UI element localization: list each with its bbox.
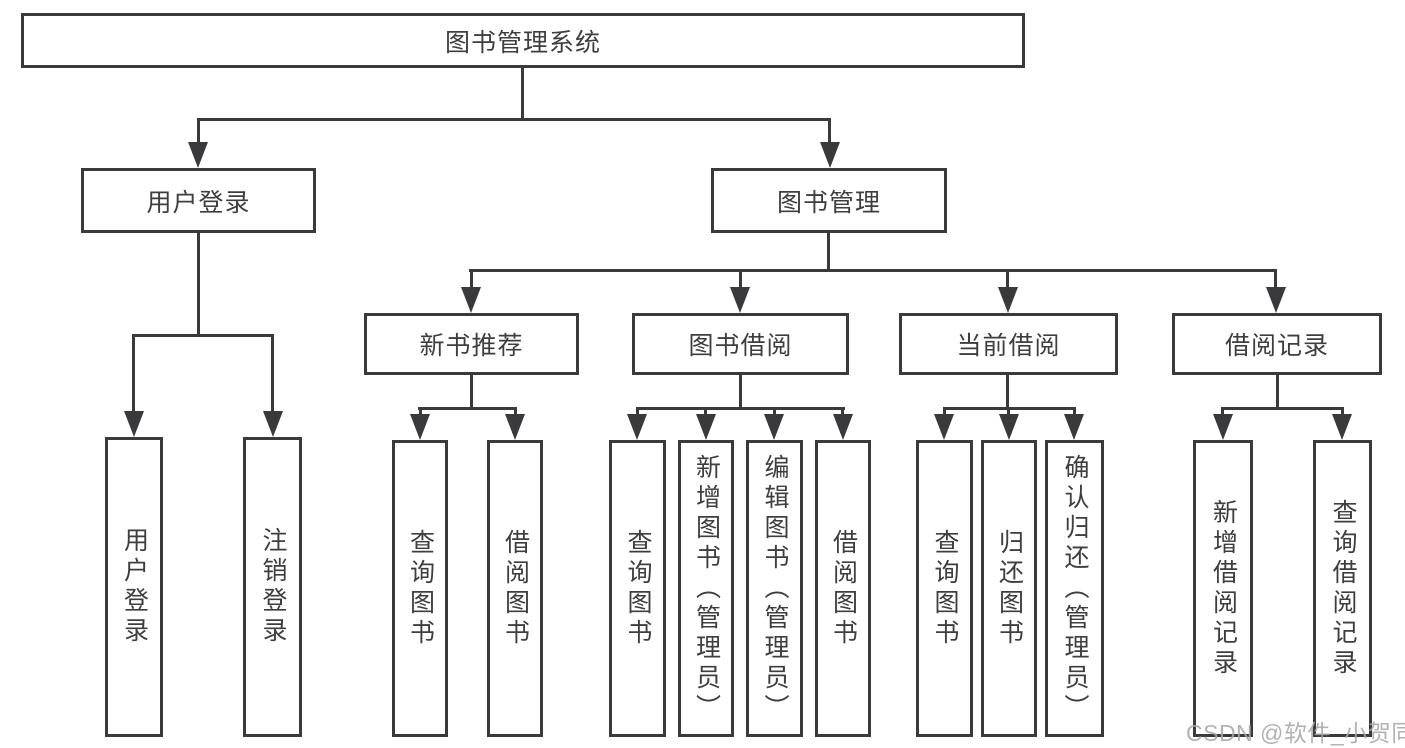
node-label: 查询图书 xyxy=(931,528,959,649)
node-label: 用户登录 xyxy=(146,188,251,217)
leaf-return-books: 归还图书 xyxy=(981,440,1037,737)
connector-line xyxy=(419,407,422,419)
connector-line xyxy=(521,67,524,119)
csdn-watermark: CSDN @软件_小贺同学 xyxy=(1186,720,1405,746)
connector-line xyxy=(828,118,831,146)
leaf-add-books-admin: 新增图书（管理员） xyxy=(678,440,734,737)
leaf-borrowing-query-books: 查询图书 xyxy=(609,440,666,737)
arrow-down-icon xyxy=(833,414,853,440)
node-label: 新增图书（管理员） xyxy=(692,453,721,724)
leaf-user-login: 用户登录 xyxy=(105,437,163,737)
connector-line xyxy=(1006,269,1009,291)
connector-line xyxy=(773,407,776,419)
leaf-confirm-return-admin: 确认归还（管理员） xyxy=(1045,440,1104,737)
connector-line xyxy=(1221,407,1343,410)
connector-line xyxy=(1006,374,1009,409)
leaf-add-borrow-record: 新增借阅记录 xyxy=(1193,440,1253,737)
arrow-down-icon xyxy=(934,414,954,440)
connector-line xyxy=(1221,407,1224,419)
arrow-down-icon xyxy=(1266,287,1286,313)
node-label: 借阅记录 xyxy=(1224,332,1329,360)
arrow-down-icon xyxy=(410,414,430,440)
arrow-down-icon xyxy=(730,287,750,313)
connector-line xyxy=(132,334,274,337)
leaf-edit-books-admin: 编辑图书（管理员） xyxy=(746,440,803,737)
node-label: 查询图书 xyxy=(624,528,652,649)
connector-line xyxy=(739,269,742,291)
node-label: 图书借阅 xyxy=(688,332,793,360)
arrow-down-icon xyxy=(263,411,283,437)
connector-line xyxy=(636,407,845,410)
arrow-down-icon xyxy=(461,287,481,313)
connector-line xyxy=(943,407,946,419)
connector-line xyxy=(827,232,830,272)
connector-line xyxy=(636,407,639,419)
node-new-book-recommendation: 新书推荐 xyxy=(364,313,579,375)
leaf-recommend-borrow-books: 借阅图书 xyxy=(487,440,543,737)
arrow-down-icon xyxy=(1332,414,1352,440)
node-label: 查询借阅记录 xyxy=(1329,498,1357,679)
arrow-down-icon xyxy=(696,414,716,440)
arrow-down-icon xyxy=(505,414,525,440)
node-label: 编辑图书（管理员） xyxy=(761,453,789,724)
connector-line xyxy=(197,118,200,146)
connector-line xyxy=(514,407,517,419)
connector-line xyxy=(1276,374,1279,409)
node-book-management: 图书管理 xyxy=(711,168,947,233)
connector-line xyxy=(1073,407,1076,419)
connector-line xyxy=(1007,407,1010,419)
node-label: 借阅图书 xyxy=(501,528,530,649)
arrow-down-icon xyxy=(998,287,1018,313)
node-label: 注销登录 xyxy=(259,527,287,647)
connector-line xyxy=(841,407,844,419)
node-book-borrowing: 图书借阅 xyxy=(632,313,849,375)
node-label: 图书管理 xyxy=(776,188,881,217)
connector-line xyxy=(197,232,200,335)
node-label: 借阅图书 xyxy=(829,528,858,649)
arrow-down-icon xyxy=(1064,414,1084,440)
arrow-down-icon xyxy=(188,142,208,168)
connector-line xyxy=(197,118,831,121)
connector-line xyxy=(469,269,1277,272)
arrow-down-icon xyxy=(999,414,1019,440)
node-label: 查询图书 xyxy=(406,528,435,649)
leaf-current-query-books: 查询图书 xyxy=(916,440,973,737)
leaf-borrowing-borrow-books: 借阅图书 xyxy=(815,440,871,737)
node-label: 用户登录 xyxy=(120,527,149,647)
connector-line xyxy=(704,407,707,419)
node-label: 新书推荐 xyxy=(419,332,524,360)
arrow-down-icon xyxy=(1213,414,1233,440)
leaf-logout-login: 注销登录 xyxy=(243,437,302,737)
arrow-down-icon xyxy=(124,411,144,437)
connector-line xyxy=(1274,269,1277,291)
connector-line xyxy=(739,374,742,409)
connector-line xyxy=(470,269,473,291)
node-library-management-system: 图书管理系统 xyxy=(21,13,1025,68)
connector-line xyxy=(1341,407,1344,419)
arrow-down-icon xyxy=(764,414,784,440)
node-label: 当前借阅 xyxy=(956,332,1061,360)
node-label: 归还图书 xyxy=(995,528,1024,649)
node-user-login: 用户登录 xyxy=(81,168,316,233)
connector-line xyxy=(271,334,274,414)
node-current-borrowing: 当前借阅 xyxy=(899,313,1118,375)
connector-line xyxy=(132,334,135,414)
node-label: 新增借阅记录 xyxy=(1209,498,1238,679)
connector-line xyxy=(418,407,516,410)
node-borrowing-records: 借阅记录 xyxy=(1172,313,1382,375)
node-label: 图书管理系统 xyxy=(444,28,601,57)
leaf-query-borrow-record: 查询借阅记录 xyxy=(1313,440,1372,737)
arrow-down-icon xyxy=(820,142,840,168)
connector-line xyxy=(470,374,473,409)
arrow-down-icon xyxy=(627,414,647,440)
node-label: 确认归还（管理员） xyxy=(1061,453,1089,724)
leaf-recommend-query-books: 查询图书 xyxy=(392,440,448,737)
